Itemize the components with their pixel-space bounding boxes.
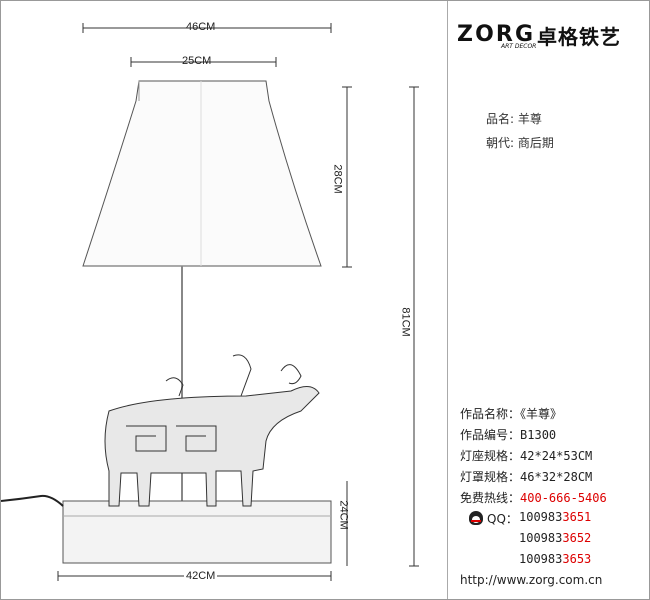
lamp-shade — [82, 80, 322, 267]
brand-name-cn: 卓格铁艺 — [537, 25, 621, 49]
product-name: 品名: 羊尊 — [486, 110, 542, 127]
dim-line-46 — [82, 23, 332, 33]
value: 46*32*28CM — [520, 470, 593, 484]
dim-label-81: 81CM — [399, 307, 412, 337]
value: 42*24*53CM — [520, 449, 593, 463]
spec-hotline: 免费热线：400-666-5406 — [460, 489, 607, 506]
svg-text:ZORG: ZORG — [457, 22, 533, 45]
qq-lead: 3 — [562, 552, 570, 566]
label: 免费热线： — [460, 491, 521, 505]
logo-subtitle: ART DECOR — [501, 43, 537, 50]
dim-line-28 — [342, 86, 352, 268]
qq-lead: 3 — [562, 510, 570, 524]
label: 灯座规格： — [460, 449, 521, 463]
qq-prefix: 100983 — [519, 531, 563, 545]
product-dynasty: 朝代: 商后期 — [486, 134, 554, 151]
qq-penguin-icon — [469, 511, 483, 525]
website-link[interactable]: http://www.zorg.com.cn — [460, 573, 602, 587]
spec-shade: 灯罩规格：46*32*28CM — [460, 468, 592, 485]
label: 朝代: — [486, 136, 515, 150]
value: 羊尊 — [517, 112, 542, 126]
label: 品名: — [486, 112, 515, 126]
dim-label-25: 25CM — [182, 55, 212, 67]
hotline-number[interactable]: 400-666-5406 — [520, 491, 607, 505]
qq-suffix: 651 — [569, 510, 592, 524]
dim-label-24: 24CM — [337, 500, 350, 530]
spec-work-no: 作品编号：B1300 — [460, 426, 556, 443]
qq-lead: 3 — [562, 531, 570, 545]
ram-vessel — [104, 354, 320, 507]
dim-label-46: 46CM — [186, 21, 216, 33]
website-url[interactable]: http://www.zorg.com.cn — [460, 573, 603, 587]
qq-suffix: 653 — [569, 552, 592, 566]
label: QQ： — [487, 512, 518, 526]
qq-number[interactable]: 1009833653 — [519, 552, 591, 566]
value: 《羊尊》 — [520, 407, 563, 421]
qq-number[interactable]: 1009833652 — [519, 531, 591, 545]
qq-suffix: 652 — [569, 531, 592, 545]
qq-prefix: 100983 — [519, 510, 563, 524]
value: B1300 — [520, 428, 557, 442]
value: 商后期 — [517, 136, 554, 150]
label: 作品名称： — [460, 407, 521, 421]
spec-work-name: 作品名称：《羊尊》 — [460, 405, 562, 422]
divider — [447, 1, 448, 599]
dim-line-81 — [409, 86, 419, 567]
spec-base: 灯座规格：42*24*53CM — [460, 447, 592, 464]
brand-logo: ZORG ART DECOR 卓格铁艺 — [457, 21, 647, 51]
lamp-base — [62, 500, 332, 564]
label: 作品编号： — [460, 428, 521, 442]
dim-line-25 — [130, 57, 277, 67]
power-cord — [1, 494, 64, 507]
spec-qq: QQ： — [469, 510, 518, 527]
lamp-sketch — [1, 23, 419, 581]
dim-label-28: 28CM — [331, 164, 344, 194]
zorg-logo-mark: ZORG — [457, 22, 533, 45]
qq-number[interactable]: 1009833651 — [519, 510, 591, 524]
dim-label-42: 42CM — [184, 570, 218, 582]
qq-prefix: 100983 — [519, 552, 563, 566]
label: 灯罩规格： — [460, 470, 521, 484]
